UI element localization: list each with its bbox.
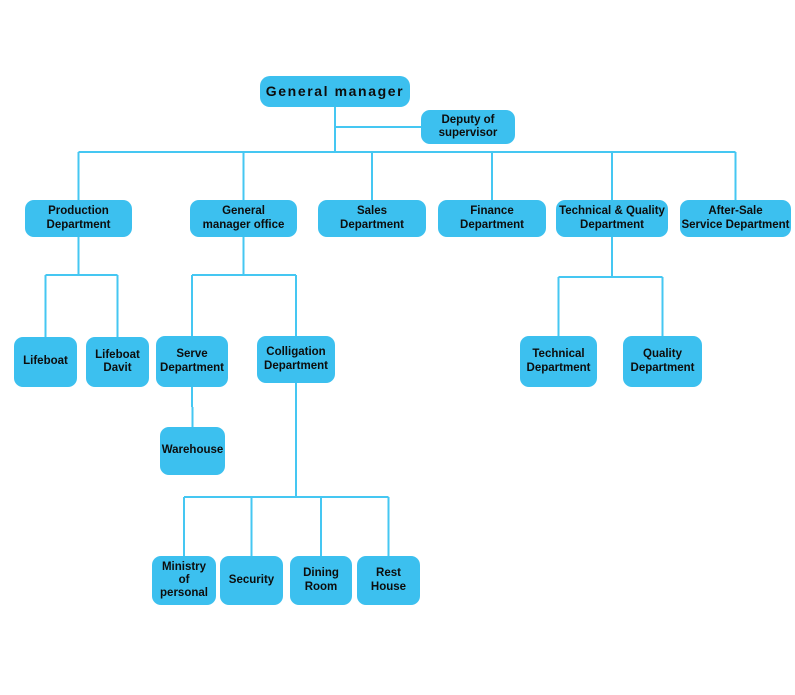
node-sales-department: Sales Department: [318, 200, 426, 237]
node-ministry-of-personal: Ministry of personal: [152, 556, 216, 605]
node-production-department: Production Department: [25, 200, 132, 237]
node-lifeboat-davit: Lifeboat Davit: [86, 337, 149, 387]
node-technical-department: Technical Department: [520, 336, 597, 387]
node-security: Security: [220, 556, 283, 605]
node-serve-department: Serve Department: [156, 336, 228, 387]
node-dining-room: Dining Room: [290, 556, 352, 605]
node-rest-house: Rest House: [357, 556, 420, 605]
node-after-sale-service-department: After-Sale Service Department: [680, 200, 791, 237]
node-finance-department: Finance Department: [438, 200, 546, 237]
node-warehouse: Warehouse: [160, 427, 225, 475]
node-quality-department: Quality Department: [623, 336, 702, 387]
node-deputy-of-supervisor: Deputy of supervisor: [421, 110, 515, 144]
node-colligation-department: Colligation Department: [257, 336, 335, 383]
node-general-manager: General manager: [260, 76, 410, 107]
node-lifeboat: Lifeboat: [14, 337, 77, 387]
node-technical-quality-department: Technical & Quality Department: [556, 200, 668, 237]
node-general-manager-office: General manager office: [190, 200, 297, 237]
